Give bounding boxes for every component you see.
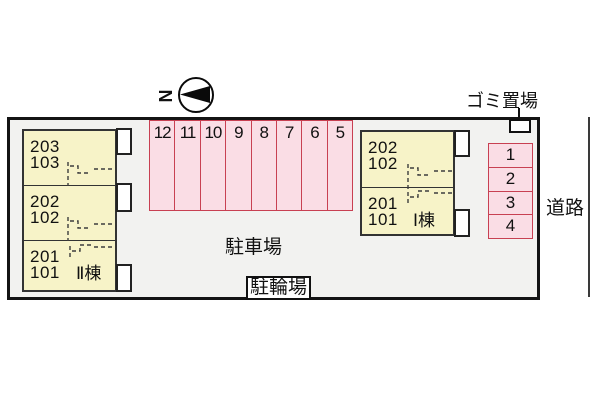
road-label: 道路: [546, 198, 585, 219]
building-1-unit-201-101: 201 101: [362, 187, 453, 234]
unit-number-lower: 103: [30, 153, 60, 172]
garbage-pointer-line: [518, 108, 520, 121]
garbage-area-label: ゴミ置場: [466, 91, 538, 111]
building-2-name: Ⅱ棟: [76, 264, 102, 283]
parking-stall-11: 11: [175, 121, 201, 210]
compass-north-icon: [178, 77, 214, 113]
bicycle-parking-box: 駐輪場: [246, 276, 312, 300]
building-2-unit-202-102: 202 102: [24, 185, 115, 240]
garbage-area-box: [509, 119, 531, 133]
parking-stall-10: 10: [201, 121, 227, 210]
building-2-porch-bottom: [116, 264, 132, 292]
parking-stall-7: 7: [277, 121, 303, 210]
parking-column: 1 2 3 4: [488, 143, 533, 239]
building-1-unit-202-102: 202 102: [362, 132, 453, 187]
parking-stall-9: 9: [226, 121, 252, 210]
parking-stall-1: 1: [489, 144, 532, 168]
parking-stall-6: 6: [302, 121, 328, 210]
building-1-name: Ⅰ棟: [413, 211, 436, 230]
unit-number-lower: 102: [30, 208, 60, 227]
unit-number-lower: 101: [368, 210, 398, 229]
unit-number-upper: 202: [368, 138, 398, 157]
parking-stall-8: 8: [252, 121, 277, 210]
north-arrow-icon: [180, 86, 210, 103]
parking-stall-5: 5: [335, 123, 345, 142]
building-1-porch-top: [454, 130, 470, 157]
building-1-porch-bottom: [454, 209, 470, 237]
unit-number-upper: 201: [368, 194, 398, 213]
parking-stall-4: 4: [505, 216, 516, 236]
parking-stall-3: 3: [489, 192, 532, 216]
building-2-porch-middle: [116, 183, 132, 212]
building-2: 203 103 202 102 201 101: [22, 129, 117, 292]
building-2-unit-201-101: 201 101: [24, 240, 115, 294]
road-edge-line: [588, 117, 590, 297]
parking-lot-label: 駐車場: [225, 237, 283, 258]
unit-number-upper: 203: [30, 137, 60, 156]
unit-number-upper: 202: [30, 192, 60, 211]
north-label: N: [156, 89, 176, 103]
unit-number-upper: 201: [30, 247, 60, 266]
parking-stall-2: 2: [489, 168, 532, 192]
parking-stall-12: 12: [150, 121, 176, 210]
building-2-unit-203-103: 203 103: [24, 131, 115, 185]
parking-row: 12 11 10 9 8 7 6 5: [149, 120, 353, 211]
building-2-porch-top: [116, 128, 132, 155]
unit-number-lower: 101: [30, 263, 60, 282]
building-1: 202 102 201 101: [360, 130, 455, 236]
unit-number-lower: 102: [368, 154, 398, 173]
